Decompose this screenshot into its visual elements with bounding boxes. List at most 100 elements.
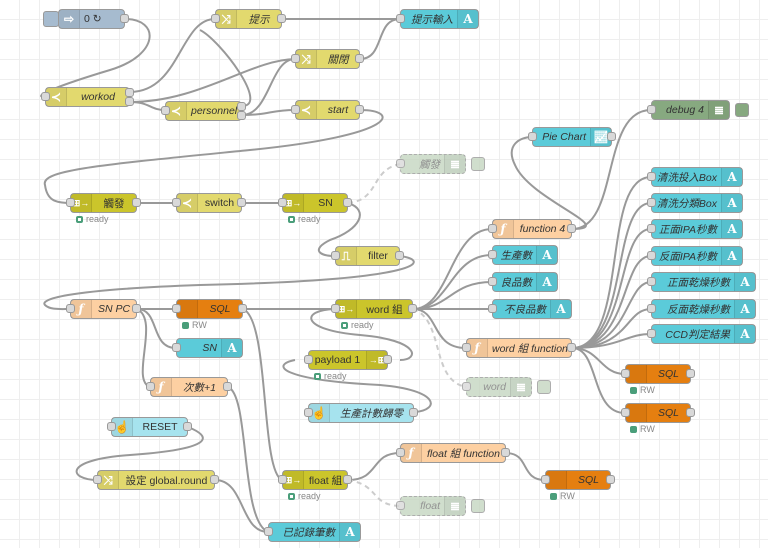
input-port[interactable] (172, 304, 181, 313)
debug-toggle[interactable] (735, 103, 749, 117)
input-port[interactable] (488, 277, 497, 286)
ui-text-node-ccd[interactable]: CCD判定結果 A (647, 324, 756, 344)
ui-text-node-production[interactable]: 生產數 A (488, 245, 558, 265)
debug-node-4[interactable]: debug 4 ≣ (647, 100, 749, 120)
sql-node-1[interactable]: SQL (172, 299, 247, 319)
switch-node-workod[interactable]: ≺ workod (41, 87, 134, 107)
input-port[interactable] (647, 198, 656, 207)
sql-node-4[interactable]: SQL (541, 470, 615, 490)
input-port[interactable] (172, 343, 181, 352)
switch-node-start[interactable]: ≺ start (291, 100, 364, 120)
input-port[interactable] (488, 224, 497, 233)
s7-in-node-sn[interactable]: ⊞→ SN (278, 193, 352, 213)
output-port[interactable] (686, 408, 695, 417)
input-port[interactable] (462, 343, 471, 352)
ui-text-node-bad[interactable]: 不良品數 A (488, 299, 572, 319)
debug-toggle[interactable] (537, 380, 551, 394)
input-port[interactable] (278, 475, 287, 484)
input-port[interactable] (647, 105, 656, 114)
function-node-4[interactable]: ƒ function 4 (488, 219, 576, 239)
filter-node[interactable]: ⎍ filter (331, 246, 404, 266)
debug-node-trigger-disabled[interactable]: 觸發 ≣ (396, 154, 485, 174)
s7-in-node-trigger[interactable]: ⊞→ 觸發 (66, 193, 141, 213)
input-port[interactable] (396, 14, 405, 23)
input-port[interactable] (488, 250, 497, 259)
input-port[interactable] (278, 198, 287, 207)
output-port[interactable] (237, 198, 246, 207)
input-port[interactable] (107, 422, 116, 431)
ui-chart-node-pie[interactable]: Pie Chart 📈︎ (528, 127, 616, 147)
output-port[interactable] (383, 355, 392, 364)
switch-node-switch[interactable]: ≺ switch (172, 193, 246, 213)
input-port[interactable] (146, 382, 155, 391)
output-port[interactable] (277, 14, 286, 23)
ui-text-node-hint-input[interactable]: 提示輸入 A (396, 9, 479, 29)
input-port[interactable] (396, 448, 405, 457)
input-port[interactable] (621, 408, 630, 417)
output-port[interactable] (210, 475, 219, 484)
output-port[interactable] (238, 304, 247, 313)
change-node-set-round[interactable]: ⤨ 設定 global.round (93, 470, 219, 490)
output-port[interactable] (408, 304, 417, 313)
input-port[interactable] (66, 304, 75, 313)
debug-node-word-disabled[interactable]: word ≣ (462, 377, 551, 397)
output-port[interactable] (132, 198, 141, 207)
input-port[interactable] (331, 251, 340, 260)
input-port[interactable] (304, 408, 313, 417)
input-port[interactable] (462, 382, 471, 391)
input-port[interactable] (396, 159, 405, 168)
output-port[interactable] (686, 369, 695, 378)
input-port[interactable] (621, 369, 630, 378)
output-port[interactable] (183, 422, 192, 431)
change-node-close[interactable]: ⤨ 關閉 (291, 49, 364, 69)
ui-text-node-good[interactable]: 良品數 A (488, 272, 558, 292)
function-node-count-plus[interactable]: ƒ 次數+1 (146, 377, 232, 397)
input-port[interactable] (331, 304, 340, 313)
output-port[interactable] (409, 408, 418, 417)
output-port[interactable] (343, 475, 352, 484)
debug-toggle[interactable] (471, 499, 485, 513)
ui-button-node-reset[interactable]: ☝ RESET (107, 417, 192, 437)
input-port[interactable] (647, 304, 656, 313)
input-port[interactable] (647, 251, 656, 260)
switch-node-personnel[interactable]: ≺ personnel (161, 101, 246, 121)
debug-node-float-disabled[interactable]: float ≣ (396, 496, 485, 516)
ui-text-node-front-dry[interactable]: 正面乾燥秒數 A (647, 272, 756, 292)
function-node-word-group[interactable]: ƒ word 組 function (462, 338, 576, 358)
debug-toggle[interactable] (471, 157, 485, 171)
output-port[interactable] (223, 382, 232, 391)
output-port[interactable] (606, 475, 615, 484)
ui-text-node-recorded[interactable]: 已記錄筆數 A (264, 522, 361, 542)
input-port[interactable] (647, 329, 656, 338)
input-port[interactable] (304, 355, 313, 364)
input-port[interactable] (291, 54, 300, 63)
ui-text-node-sn[interactable]: SN A (172, 338, 243, 358)
s7-in-node-word-group[interactable]: ⊞→ word 組 (331, 299, 417, 319)
output-port[interactable] (237, 102, 246, 111)
ui-text-node-back-dry[interactable]: 反面乾燥秒數 A (647, 299, 756, 319)
input-port[interactable] (172, 198, 181, 207)
input-port[interactable] (211, 14, 220, 23)
input-port[interactable] (647, 277, 656, 286)
input-port[interactable] (647, 172, 656, 181)
output-port[interactable] (132, 304, 141, 313)
input-port[interactable] (93, 475, 102, 484)
s7-out-node-payload1[interactable]: payload 1 →⊞ (304, 350, 392, 370)
input-port[interactable] (66, 198, 75, 207)
input-port[interactable] (528, 132, 537, 141)
input-port[interactable] (396, 501, 405, 510)
sql-node-3[interactable]: SQL (621, 403, 695, 423)
input-port[interactable] (291, 105, 300, 114)
input-port[interactable] (161, 106, 170, 115)
output-port[interactable] (120, 14, 129, 23)
sql-node-2[interactable]: SQL (621, 364, 695, 384)
output-port[interactable] (395, 251, 404, 260)
inject-button[interactable] (43, 11, 59, 27)
input-port[interactable] (647, 224, 656, 233)
output-port[interactable] (125, 97, 134, 106)
output-port[interactable] (237, 111, 246, 120)
output-port[interactable] (343, 198, 352, 207)
function-node-sn-pc[interactable]: ƒ SN PC (66, 299, 141, 319)
output-port[interactable] (567, 224, 576, 233)
output-port[interactable] (607, 132, 616, 141)
